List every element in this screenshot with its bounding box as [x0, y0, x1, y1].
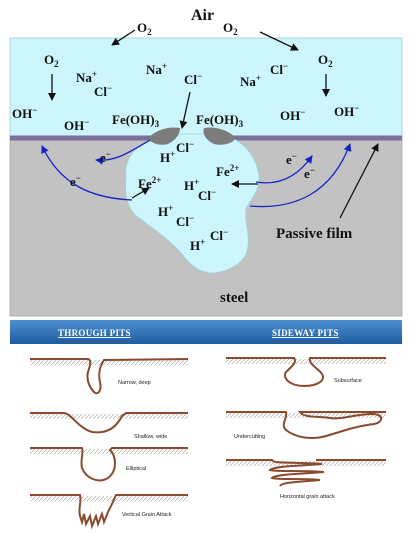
oh-ion: OH−: [12, 105, 37, 121]
cl-ion: Cl−: [94, 83, 112, 99]
electron-flow-arrow: [41, 145, 133, 201]
electron-flow-arrow: [95, 139, 151, 165]
electrolyte-layer: [9, 37, 403, 139]
svg-text:O2: O2: [223, 20, 238, 37]
feoh3-deposit-right: [203, 127, 236, 145]
h-ion: H+: [184, 177, 199, 193]
cl-ion: Cl−: [176, 213, 194, 229]
svg-text:O2: O2: [137, 20, 152, 37]
o2-arrow: [111, 29, 136, 46]
passive-film-arrow: [339, 143, 379, 219]
cl-ion: Cl−: [210, 227, 228, 243]
narrow-deep-label: Narrow, deep: [118, 380, 151, 386]
elliptical-label: Elliptical: [126, 466, 146, 472]
fe-arrow: [131, 187, 150, 199]
pit-vertical-grain: Vertical Grain Attack: [30, 494, 188, 530]
vertical-grain-label: Vertical Grain Attack: [122, 512, 172, 518]
o2-label: O2: [44, 52, 59, 69]
pit-horizontal-grain: Horizontal grain attack: [226, 459, 386, 500]
through-pits-title: THROUGH PITS: [58, 328, 131, 338]
o2-arrow: [259, 31, 299, 51]
horizontal-grain-label: Horizontal grain attack: [280, 494, 335, 500]
o2-label: O2: [137, 20, 152, 37]
sideway-pits-title: SIDEWAY PITS: [272, 328, 339, 338]
na-ion: Na+: [240, 73, 261, 89]
cl-arrow: [179, 91, 191, 129]
pit-elliptical: Elliptical: [30, 447, 188, 482]
svg-text:O2: O2: [44, 52, 59, 69]
h-ion: H+: [160, 149, 175, 165]
shallow-wide-label: Shallow, wide: [134, 434, 167, 440]
cl-ion: Cl−: [270, 61, 288, 77]
cl-ion: Cl−: [176, 139, 194, 155]
undercutting-label: Undercutting: [234, 434, 265, 440]
pit-cavity: [125, 133, 260, 274]
pit-shallow-wide: Shallow, wide: [30, 412, 188, 440]
feoh3-deposit-left: [148, 127, 180, 145]
pit-types-banner: [10, 320, 402, 344]
na-ion: Na+: [146, 61, 167, 77]
electron-label: e−: [304, 165, 315, 181]
h-ion: H+: [158, 203, 173, 219]
svg-text:O2: O2: [318, 52, 333, 69]
electron-flow-arrow: [249, 143, 352, 208]
electron-label: e−: [286, 151, 297, 167]
electron-flow-arrow: [255, 155, 313, 184]
oh-ion: OH−: [280, 107, 305, 123]
air-label: Air: [191, 7, 214, 24]
cl-ion: Cl−: [184, 71, 202, 87]
pit-narrow-deep: Narrow, deep: [30, 358, 189, 395]
h-ion: H+: [190, 237, 205, 253]
fe2-ion: Fe2+: [216, 163, 239, 179]
feoh3-label: Fe(OH)3: [196, 112, 244, 129]
o2-label: O2: [223, 20, 238, 37]
fe2-ion: Fe2+: [138, 175, 161, 191]
electron-label: e−: [70, 173, 81, 189]
pit-undercutting: Undercutting: [226, 411, 386, 440]
feoh3-label: Fe(OH)3: [112, 112, 160, 129]
pit-types-panel: THROUGH PITS SIDEWAY PITS Narrow, deep S…: [10, 320, 402, 530]
o2-label: O2: [318, 52, 333, 69]
passive-film-label: Passive film: [276, 226, 353, 242]
subsurface-label: Subsurface: [334, 378, 362, 384]
steel-label: steel: [220, 290, 248, 306]
corrosion-mechanism-panel: Air O2 O2 O2 O2 Na+ Cl− Na+ Cl− Na+ Cl− …: [9, 7, 403, 317]
electron-label: e−: [100, 149, 111, 165]
oh-ion: OH−: [334, 103, 359, 119]
na-ion: Na+: [76, 69, 97, 85]
cl-ion: Cl−: [198, 187, 216, 203]
oh-ion: OH−: [64, 117, 89, 133]
pit-subsurface: Subsurface: [226, 357, 386, 388]
